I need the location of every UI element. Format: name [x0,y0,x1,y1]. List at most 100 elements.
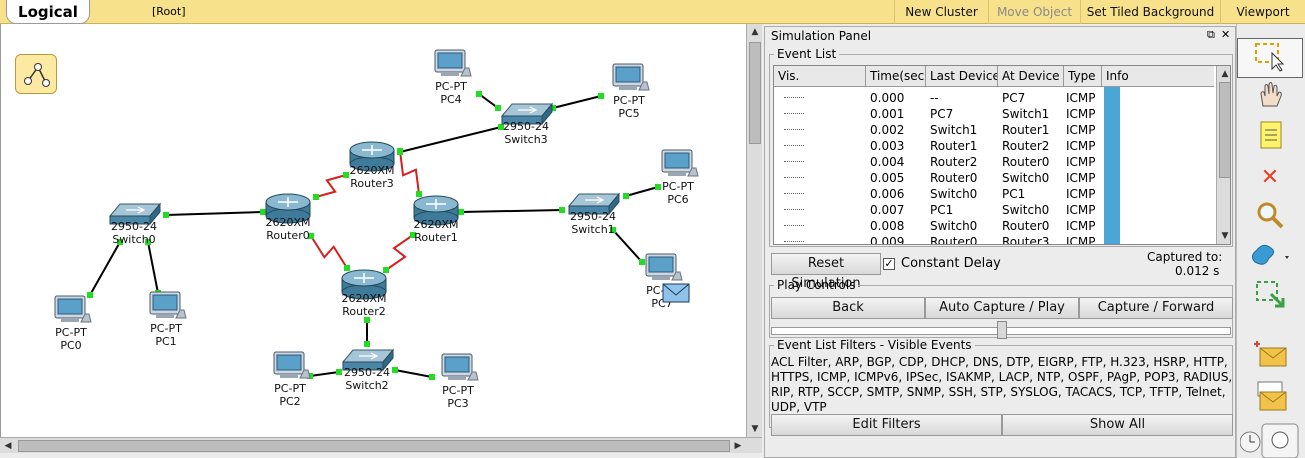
port-up-indicator [416,191,422,197]
event-at-cell: Switch0 [1002,171,1050,185]
note-icon[interactable] [1237,118,1303,158]
link-switch0-pc0[interactable] [89,241,121,296]
realtime-simulation-toggle-icon[interactable] [1237,418,1303,458]
event-type-cell: ICMP [1066,187,1096,201]
new-cluster-button[interactable]: New Cluster [894,0,988,24]
port-up-indicator [397,149,403,155]
port-up-indicator [87,292,93,298]
col-time[interactable]: Time(sec) [866,66,926,87]
link-switch3-pc5[interactable] [552,95,602,109]
pdu-envelope-icon[interactable] [662,283,690,303]
link-switch2-pc3[interactable] [394,369,433,378]
auto-capture-play-button[interactable]: Auto Capture / Play [925,297,1079,319]
root-breadcrumb[interactable]: [Root] [152,5,186,18]
event-type-cell: ICMP [1066,91,1096,105]
col-at-device[interactable]: At Device [998,66,1064,87]
link-switch0-pc1[interactable] [147,241,159,294]
move-object-button[interactable]: Move Object [988,0,1080,24]
device-name-label: PC0 [60,339,81,352]
edit-filters-button[interactable]: Edit Filters [771,414,1002,436]
workspace-vertical-scrollbar[interactable]: ▲ ▼ [746,24,762,437]
tree-connector [784,225,804,226]
link-router1-switch1[interactable] [460,209,563,213]
col-vis[interactable]: Vis. [774,66,866,87]
event-type-cell: ICMP [1066,219,1096,233]
device-model-label: 2950-24 [570,210,616,223]
add-simple-pdu-icon[interactable] [1237,338,1303,378]
inspect-icon[interactable] [1237,198,1303,238]
resize-icon[interactable] [1237,278,1303,318]
event-at-cell: PC7 [1002,91,1026,105]
workspace-horizontal-scrollbar[interactable]: ◀ ▶ [0,437,762,453]
serial-link-router0-router2[interactable] [310,235,348,269]
port-up-indicator [364,341,370,347]
add-complex-pdu-icon[interactable] [1237,378,1303,418]
link-switch1-pc6[interactable] [625,186,659,197]
port-up-indicator [598,93,604,99]
shape-icon[interactable] [1237,238,1303,278]
link-switch1-pc7[interactable] [612,229,643,263]
hand-icon[interactable] [1237,78,1303,118]
serial-link-router2-router1[interactable] [385,234,414,271]
device-name-label: PC6 [667,193,688,206]
tree-connector [784,145,804,146]
port-up-indicator [163,212,169,218]
link-switch2-pc2[interactable] [309,371,340,377]
event-type-cell: ICMP [1066,123,1096,137]
select-icon[interactable] [1237,38,1303,78]
serial-link-router3-router1[interactable] [399,150,420,195]
link-router3-switch3[interactable] [399,126,502,153]
serial-link-router0-router3[interactable] [315,174,347,198]
link-switch3-pc4[interactable] [478,93,499,109]
set-tiled-background-button[interactable]: Set Tiled Background [1080,0,1220,24]
back-button[interactable]: Back [771,297,925,319]
capture-forward-button[interactable]: Capture / Forward [1079,297,1233,319]
event-last-cell: -- [930,91,939,105]
device-name-label: PC4 [440,93,461,106]
play-speed-slider-handle[interactable] [997,321,1007,339]
col-last-device[interactable]: Last Device [926,66,998,87]
event-list-scrollbar[interactable]: ▲ ▼ [1216,66,1230,244]
close-icon[interactable]: ✕ [1221,28,1231,41]
logical-view-icon[interactable] [15,54,57,94]
constant-delay-checkbox[interactable]: ✓ [883,257,895,270]
restore-icon[interactable]: ⧉ [1207,28,1215,41]
logical-tab[interactable]: Logical [6,0,90,24]
event-list-table[interactable]: Vis. Time(sec) Last Device At Device Typ… [773,65,1231,245]
show-all-button[interactable]: Show All [1002,414,1233,436]
visible-events-list: ACL Filter, ARP, BGP, CDP, DHCP, DNS, DT… [771,355,1233,414]
reset-simulation-button[interactable]: Reset Simulation [771,253,881,291]
col-info[interactable]: Info [1106,69,1129,83]
delete-icon[interactable]: ✕ [1260,165,1280,190]
link-switch0-router0[interactable] [165,211,264,216]
col-type[interactable]: Type [1064,66,1102,87]
viewport-button[interactable]: Viewport [1220,0,1305,24]
